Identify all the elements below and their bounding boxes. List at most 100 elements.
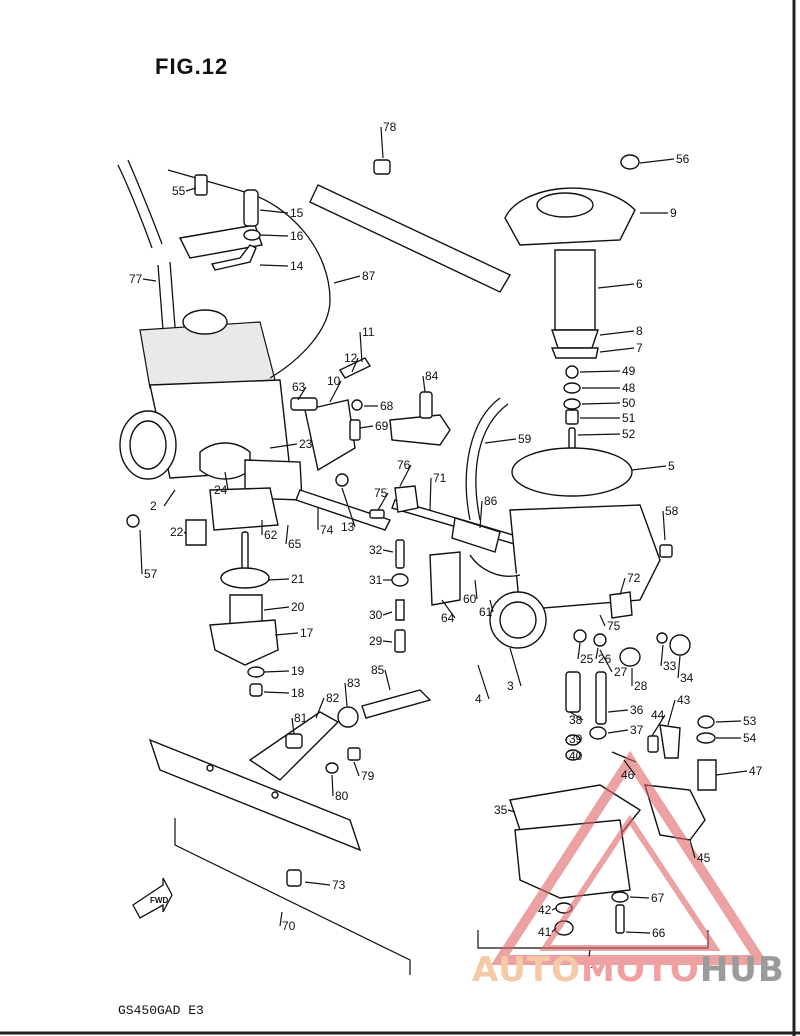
callout-label-12: 12 xyxy=(344,351,358,365)
linkage-center xyxy=(290,357,531,653)
screw-44 xyxy=(647,735,659,753)
callout-leader-2 xyxy=(163,489,176,507)
triangle-logo-icon xyxy=(490,750,770,965)
callout-label-74: 74 xyxy=(320,523,334,537)
callout-label-33: 33 xyxy=(663,659,677,673)
callout-leader-4 xyxy=(477,664,490,700)
callout-leader-10 xyxy=(329,380,342,403)
screw-57 xyxy=(126,514,140,528)
callout-label-22: 22 xyxy=(170,525,184,539)
callout-label-48: 48 xyxy=(622,381,636,395)
callout-label-5: 5 xyxy=(668,459,675,473)
mounting-plate xyxy=(309,184,511,293)
callout-leader-57 xyxy=(139,529,143,575)
callout-label-54: 54 xyxy=(743,731,757,745)
callout-label-68: 68 xyxy=(380,399,394,413)
left-fitting-15 xyxy=(243,189,259,227)
retainer-8 xyxy=(551,329,599,349)
callout-label-62: 62 xyxy=(264,528,278,542)
callout-label-84: 84 xyxy=(425,369,439,383)
callout-leader-43 xyxy=(667,699,676,726)
watermark-part-c: HUB xyxy=(699,950,785,990)
callout-leader-47 xyxy=(715,770,748,776)
callout-leader-39 xyxy=(565,738,568,741)
screw-55 xyxy=(194,174,208,196)
screw-79 xyxy=(347,747,361,761)
callout-label-10: 10 xyxy=(327,374,341,388)
callout-leader-56 xyxy=(639,158,675,164)
callout-leader-67 xyxy=(629,896,650,899)
callout-label-63: 63 xyxy=(292,380,306,394)
spring-51 xyxy=(565,409,579,425)
washer-68 xyxy=(351,399,363,411)
callout-leader-71 xyxy=(429,477,432,511)
watermark-triangle-inner xyxy=(539,814,721,951)
callout-label-11: 11 xyxy=(362,325,375,339)
diaphragm-21 xyxy=(220,567,270,589)
valve-47 xyxy=(697,759,717,791)
callout-label-19: 19 xyxy=(291,664,305,678)
right-carburetor xyxy=(429,154,691,667)
cap-53 xyxy=(697,715,715,729)
callout-leader-29 xyxy=(382,640,393,643)
screw-30 xyxy=(395,599,405,621)
right-carb-body xyxy=(509,504,661,611)
callout-label-66: 66 xyxy=(652,926,666,940)
plate-64 xyxy=(429,551,461,606)
bracket-43 xyxy=(659,724,681,759)
washer-16 xyxy=(243,229,261,241)
callout-leader-34 xyxy=(677,655,681,679)
callout-label-75: 75 xyxy=(374,486,388,500)
callout-leader-41 xyxy=(551,927,557,933)
callout-label-20: 20 xyxy=(291,600,305,614)
callout-label-45: 45 xyxy=(697,851,711,865)
callout-label-85: 85 xyxy=(371,663,385,677)
fwd-arrow-shape xyxy=(132,877,173,919)
callout-label-73: 73 xyxy=(332,878,346,892)
grommet-83 xyxy=(337,706,359,728)
callout-leader-65 xyxy=(285,524,289,545)
callout-leader-22 xyxy=(183,531,187,535)
left-cap-dome xyxy=(182,309,228,335)
callout-label-36: 36 xyxy=(630,703,644,717)
callout-label-43: 43 xyxy=(677,693,691,707)
callout-leader-26 xyxy=(595,647,599,660)
callout-label-30: 30 xyxy=(369,608,383,622)
callout-leader-55 xyxy=(185,187,197,192)
callout-leader-76 xyxy=(399,464,412,487)
callout-label-7: 7 xyxy=(636,341,643,355)
retainer-7 xyxy=(550,347,599,359)
screw-56 xyxy=(620,154,640,170)
callout-label-6: 6 xyxy=(636,277,643,291)
callout-leader-45 xyxy=(689,839,696,859)
callout-label-1: 1 xyxy=(590,957,597,971)
spring-69 xyxy=(349,419,361,441)
callout-label-4: 4 xyxy=(475,692,482,706)
callout-label-14: 14 xyxy=(290,259,304,273)
figure-title: FIG.12 xyxy=(155,54,229,79)
callout-label-35: 35 xyxy=(494,803,508,817)
rod-21 xyxy=(241,531,249,573)
left-carburetor xyxy=(117,159,331,546)
spring-60 xyxy=(469,554,521,577)
callout-leader-44 xyxy=(651,714,666,737)
callout-label-29: 29 xyxy=(369,634,383,648)
callout-label-23: 23 xyxy=(299,437,313,451)
jet-36 xyxy=(595,671,607,725)
callout-leader-3 xyxy=(509,647,522,687)
callout-leader-69 xyxy=(359,425,374,429)
washer-26 xyxy=(593,633,607,647)
callout-leader-80 xyxy=(331,774,334,797)
callout-leader-14 xyxy=(259,264,289,267)
callout-label-83: 83 xyxy=(347,676,361,690)
callout-label-53: 53 xyxy=(743,714,757,728)
cover-17 xyxy=(209,619,279,666)
callout-label-24: 24 xyxy=(214,483,228,497)
callout-label-50: 50 xyxy=(622,396,636,410)
cap-28 xyxy=(619,647,641,667)
callout-label-31: 31 xyxy=(369,573,383,587)
callout-leader-33 xyxy=(660,644,664,667)
callout-leader-21 xyxy=(267,578,290,581)
callout-leader-53 xyxy=(715,720,742,723)
